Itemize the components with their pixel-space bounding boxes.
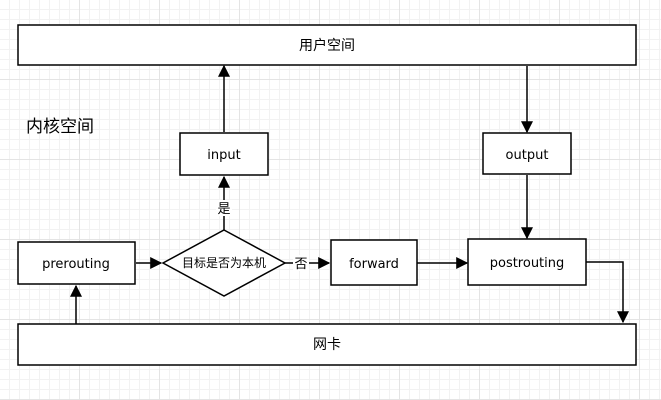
input-label: input — [207, 148, 240, 163]
output-box: output — [482, 132, 572, 175]
output-label: output — [506, 148, 549, 163]
user-space-box: 用户空间 — [17, 24, 637, 66]
forward-label: forward — [349, 257, 399, 272]
forward-box: forward — [330, 239, 418, 286]
nic-label: 网卡 — [313, 337, 341, 353]
edge-labels: 是 否 — [216, 200, 309, 272]
decision-diamond: 目标是否为本机 — [161, 229, 287, 297]
yes-label: 是 — [217, 202, 230, 217]
no-label: 否 — [294, 257, 307, 272]
user-space-label: 用户空间 — [299, 37, 355, 54]
postrouting-label: postrouting — [490, 256, 565, 271]
input-box: input — [179, 132, 269, 176]
postrouting-box: postrouting — [467, 238, 587, 286]
decision-label: 目标是否为本机 — [182, 256, 266, 270]
edge-postrouting-to-nic — [586, 261, 629, 324]
kernel-space-title: 内核空间 — [26, 117, 94, 137]
prerouting-box: prerouting — [17, 241, 136, 285]
nic-box: 网卡 — [17, 323, 637, 366]
prerouting-label: prerouting — [42, 257, 110, 272]
